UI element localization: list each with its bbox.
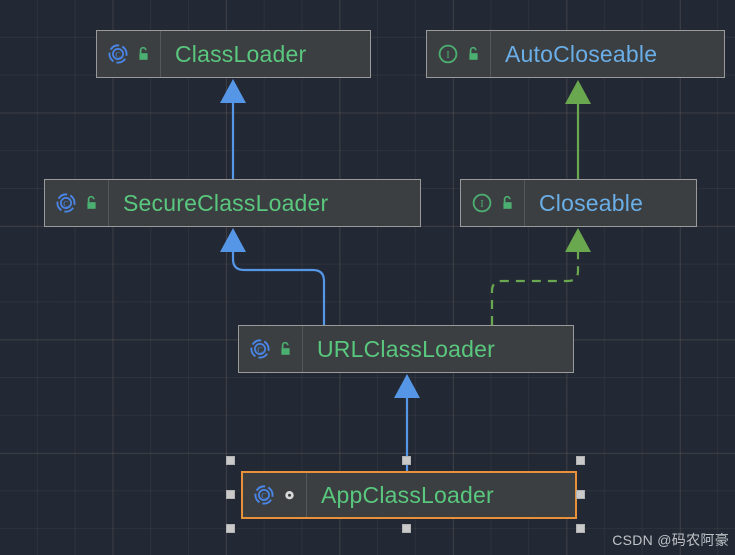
node-label: SecureClassLoader: [123, 189, 329, 216]
svg-text:C: C: [115, 50, 121, 59]
class-c-icon: C: [253, 484, 275, 506]
selection-handle-top-left[interactable]: [226, 456, 235, 465]
node-icon-gutter: I: [461, 180, 525, 226]
class-c-icon: C: [55, 192, 77, 214]
edge-secure-to-classloader: [220, 79, 246, 179]
open-lock-icon: [466, 46, 481, 62]
node-label: AppClassLoader: [321, 481, 494, 508]
selection-handle-bottom-left[interactable]: [226, 524, 235, 533]
selection-handle-top-center[interactable]: [402, 456, 411, 465]
node-label: AutoCloseable: [505, 40, 658, 67]
svg-text:C: C: [261, 491, 267, 500]
class-c-icon: C: [107, 43, 129, 65]
class-node-appclassloader[interactable]: C AppClassLoader: [241, 471, 577, 519]
node-icon-gutter: C: [45, 180, 109, 226]
selection-handle-bottom-center[interactable]: [402, 524, 411, 533]
selection-handle-top-right[interactable]: [576, 456, 585, 465]
interface-i-icon: I: [437, 43, 459, 65]
interface-node-autocloseable[interactable]: I AutoCloseable: [426, 30, 725, 78]
watermark-text: CSDN @码农阿豪: [612, 532, 729, 548]
node-icon-gutter: I: [427, 31, 491, 77]
class-c-icon: C: [249, 338, 271, 360]
node-label: ClassLoader: [175, 40, 307, 67]
svg-text:C: C: [257, 345, 263, 354]
node-icon-gutter: C: [97, 31, 161, 77]
class-node-urlclassloader[interactable]: C URLClassLoader: [238, 325, 574, 373]
selection-handle-middle-left[interactable]: [226, 490, 235, 499]
interface-node-closeable[interactable]: I Closeable: [460, 179, 697, 227]
package-private-circle-icon: [282, 487, 297, 503]
open-lock-icon: [84, 195, 99, 211]
svg-text:I: I: [446, 50, 450, 61]
node-label: URLClassLoader: [317, 335, 495, 362]
selection-handle-bottom-right[interactable]: [576, 524, 585, 533]
node-icon-gutter: C: [239, 326, 303, 372]
node-label: Closeable: [539, 189, 644, 216]
class-node-classloader[interactable]: C ClassLoader: [96, 30, 371, 78]
svg-text:I: I: [480, 199, 484, 210]
svg-text:C: C: [63, 199, 69, 208]
edge-url-to-secure: [220, 228, 326, 327]
node-icon-gutter: C: [243, 473, 307, 517]
open-lock-icon: [500, 195, 515, 211]
open-lock-icon: [136, 46, 151, 62]
edge-url-to-closeable: [490, 228, 591, 325]
edge-closeable-to-autocloseable: [565, 80, 591, 179]
interface-i-icon: I: [471, 192, 493, 214]
open-lock-icon: [278, 341, 293, 357]
class-node-secureclassloader[interactable]: C SecureClassLoader: [44, 179, 421, 227]
selection-handle-middle-right[interactable]: [576, 490, 585, 499]
